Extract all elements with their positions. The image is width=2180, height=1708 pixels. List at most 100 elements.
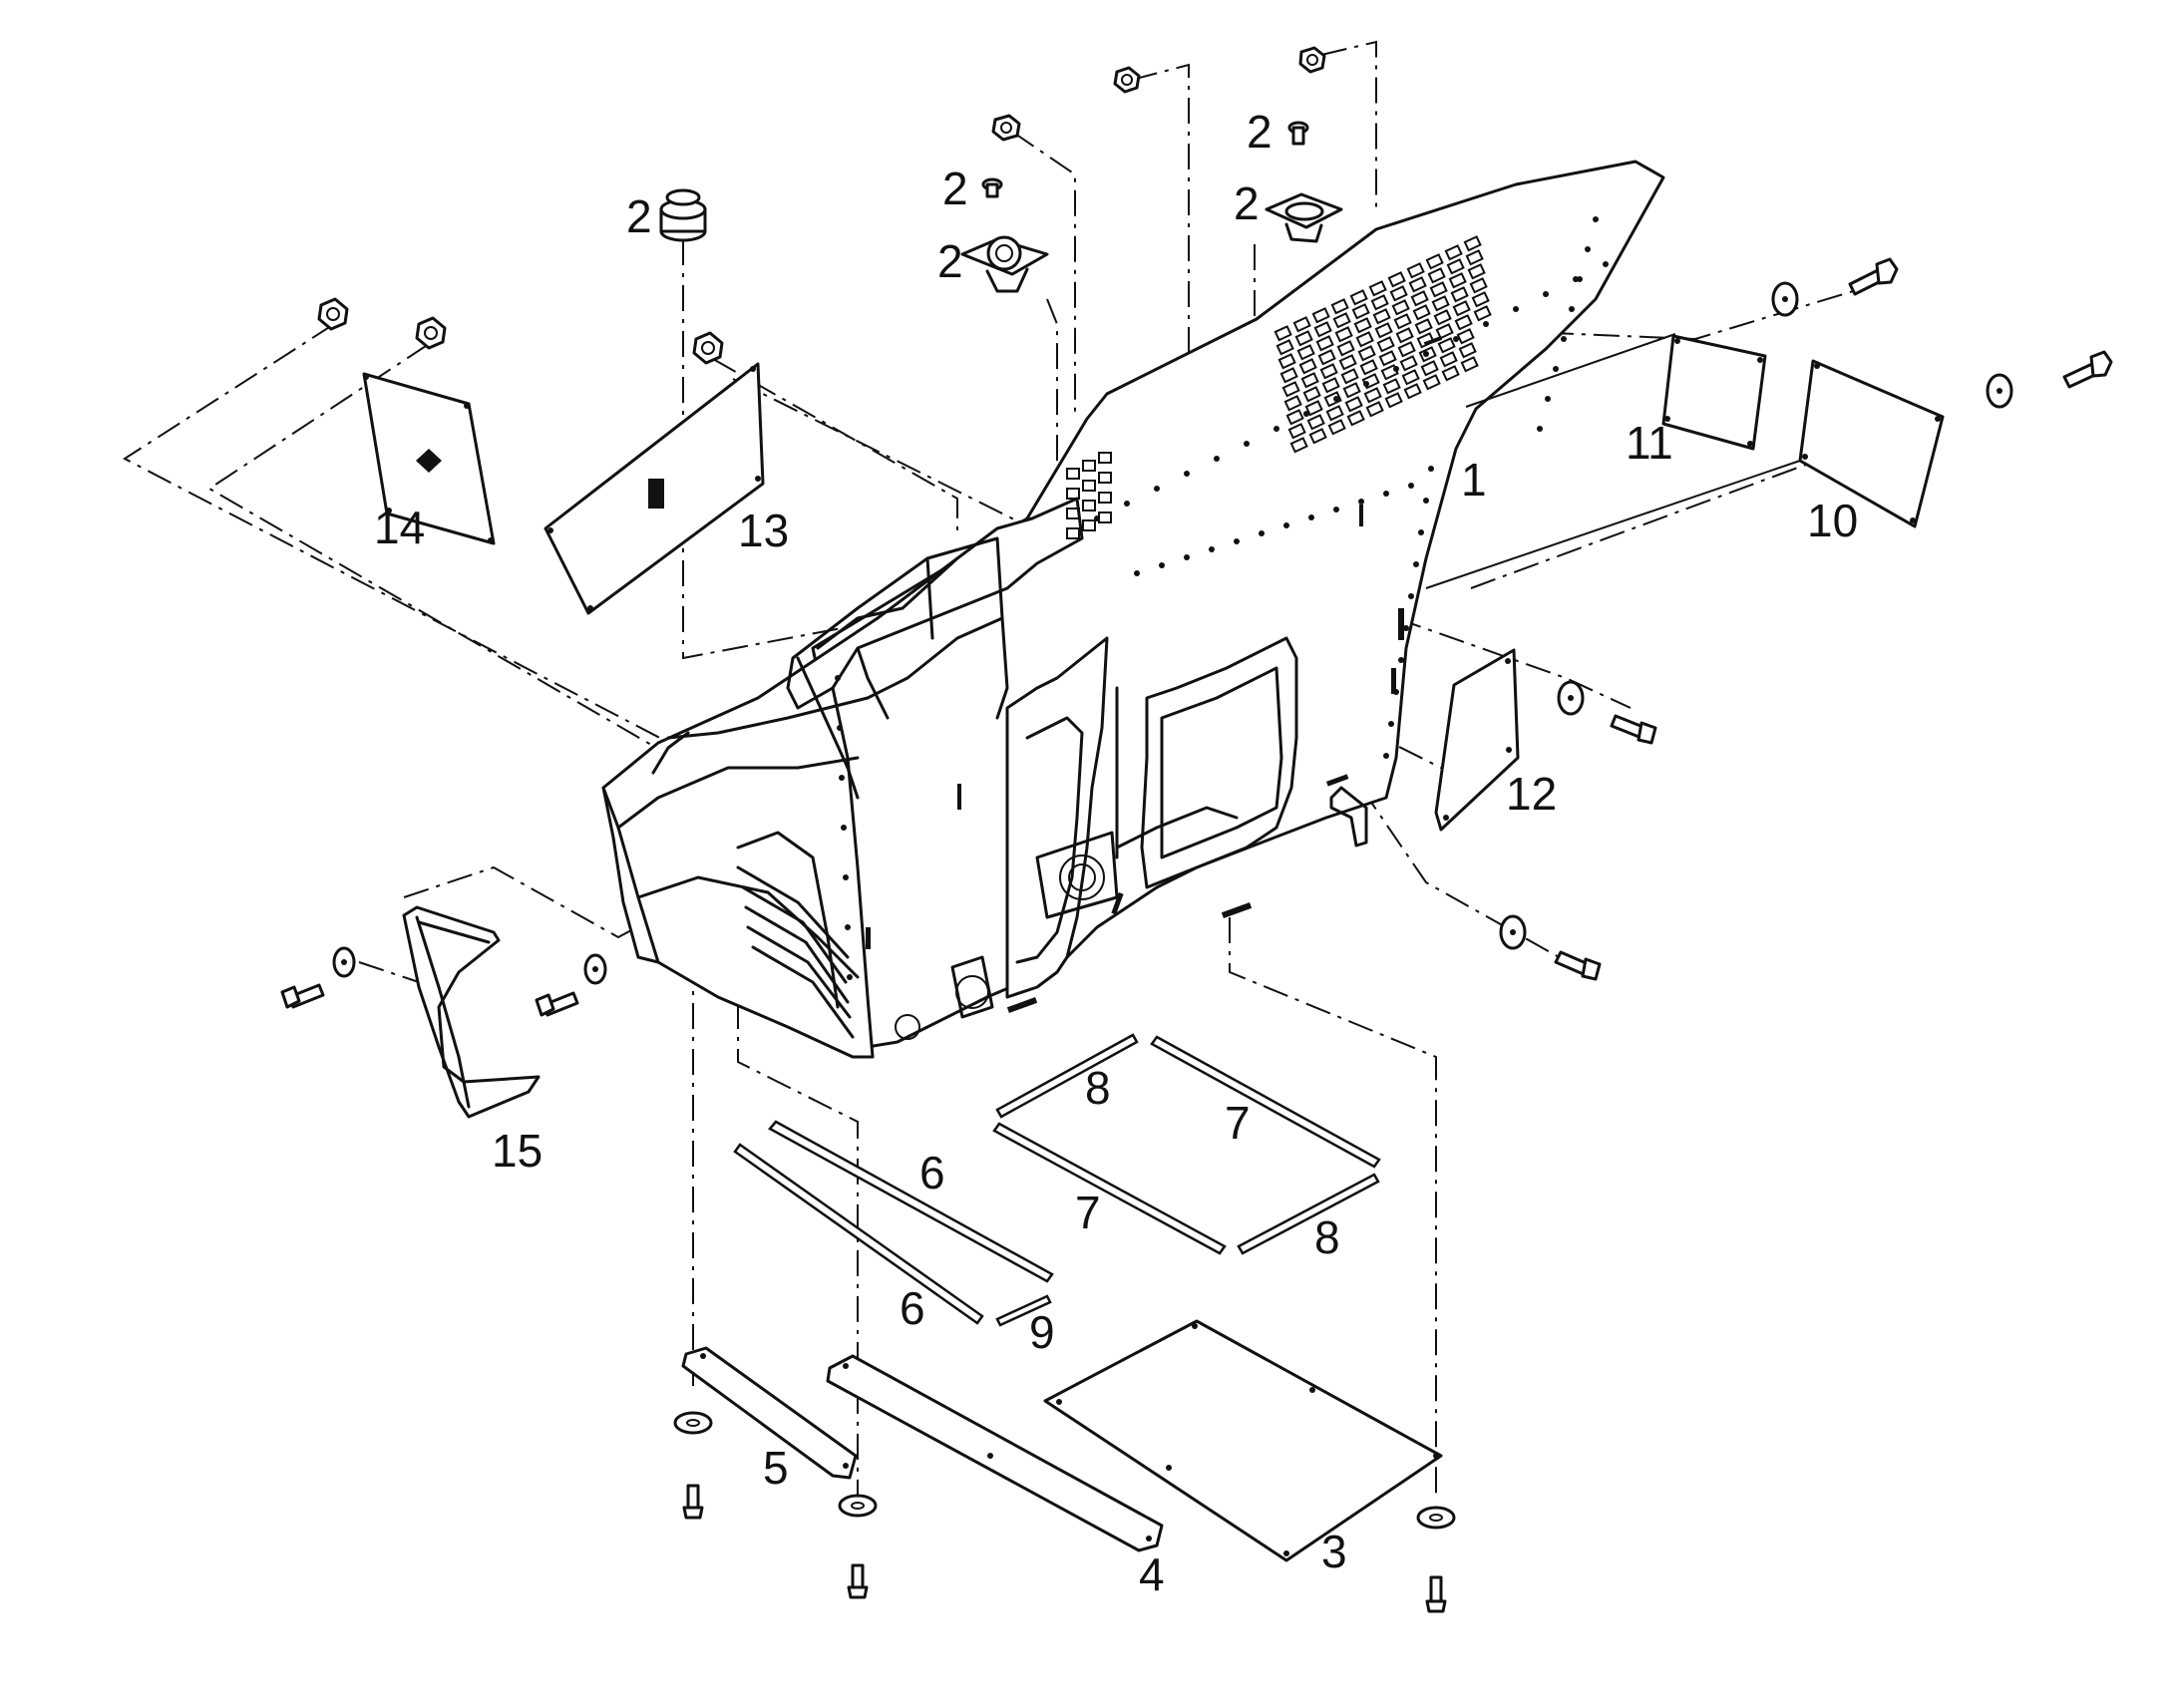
callout-7-a: 7 [1225, 1097, 1251, 1149]
frame-hole [1593, 216, 1599, 222]
vent-slot [1317, 349, 1336, 366]
vent-slot [1376, 336, 1395, 353]
plate-14 [362, 372, 496, 545]
frame-hole [1259, 530, 1265, 536]
frame-hole [845, 924, 851, 930]
vent-slot [1334, 326, 1353, 343]
frame-hole [1234, 538, 1240, 544]
vent-slot [1082, 480, 1096, 492]
vent-slot [1279, 367, 1298, 384]
callout-8-a: 8 [1085, 1062, 1111, 1114]
washer-bolt-r4 [1499, 914, 1602, 981]
frame-hole [1283, 522, 1289, 528]
callout-9: 9 [1029, 1306, 1055, 1358]
callout-2-c: 2 [937, 235, 963, 287]
vent-slot [1311, 307, 1330, 324]
vent-slot [1292, 316, 1311, 333]
vent-slot [1359, 359, 1378, 376]
vent-slot [1066, 527, 1080, 539]
callout-13: 13 [738, 505, 789, 556]
washer-bolt-r2 [1986, 350, 2113, 409]
vent-slot [1082, 519, 1096, 531]
frame-hole [1423, 498, 1429, 504]
frame-hole [1398, 657, 1404, 663]
nut-left-1 [317, 297, 349, 331]
frame-hole [1553, 366, 1559, 372]
frame-hole [1577, 276, 1583, 282]
vent-slot [1346, 410, 1365, 427]
nut-top-3 [991, 114, 1021, 142]
callout-1: 1 [1461, 454, 1487, 506]
frame-hole [1483, 321, 1489, 327]
callout-11: 11 [1626, 417, 1673, 469]
frame-hole [1363, 381, 1369, 387]
vent-slot [1294, 330, 1313, 347]
callout-15: 15 [492, 1125, 543, 1177]
vent-slot [1315, 335, 1334, 352]
vent-slot [1342, 382, 1361, 399]
vent-slot [1403, 383, 1422, 400]
frame-hole [1585, 246, 1591, 252]
callout-3: 3 [1321, 1526, 1347, 1577]
frame-hole [1393, 366, 1399, 372]
mount-bolt-c [1287, 121, 1309, 146]
frame-hole [1184, 554, 1190, 560]
plate-13 [544, 362, 765, 615]
washer-bolt-b2 [838, 1494, 878, 1599]
washer-bolt-l2 [535, 953, 607, 1017]
vent-slot [1378, 350, 1397, 367]
strip-9 [995, 1294, 1052, 1327]
vent-slot [1275, 339, 1294, 356]
frame-hole [1383, 753, 1389, 759]
vent-slot [1395, 327, 1414, 344]
vent-slot [1460, 356, 1479, 373]
vent-slot [1410, 290, 1429, 307]
vent-slot [1066, 468, 1080, 480]
vent-grille [1066, 235, 1492, 539]
frame-hole [1603, 261, 1609, 267]
vent-slot [1431, 295, 1450, 312]
main-frame [601, 160, 1665, 1059]
vent-slot [1319, 363, 1338, 380]
vent-slot [1450, 286, 1469, 303]
vent-slot [1287, 423, 1306, 440]
frame-hole [1388, 721, 1394, 727]
vent-slot [1437, 337, 1456, 354]
vent-slot [1399, 355, 1418, 372]
vent-slot [1414, 318, 1433, 335]
washer-bolt-r1 [1771, 257, 1899, 317]
vent-slot [1277, 353, 1296, 370]
vent-slot [1323, 391, 1342, 408]
vent-slot [1082, 460, 1096, 472]
nut-top-2 [1298, 46, 1326, 74]
rubber-mount-b [960, 235, 1049, 293]
frame-hole [1094, 515, 1100, 521]
vent-slot [1448, 272, 1467, 289]
bar-4 [826, 1354, 1164, 1552]
vent-slot [1298, 358, 1317, 375]
strip-8a [995, 1033, 1139, 1119]
callout-5: 5 [763, 1442, 789, 1494]
frame-hole [1537, 426, 1543, 432]
frame-hole [1273, 426, 1279, 432]
vent-slot [1465, 249, 1484, 266]
vent-slot [1406, 262, 1425, 279]
vent-slot [1273, 325, 1292, 342]
vent-slot [1066, 508, 1080, 519]
vent-slot [1098, 492, 1112, 504]
cover-plates [362, 333, 1945, 1562]
frame-hole [1184, 471, 1190, 477]
vent-slot [1365, 401, 1384, 418]
vent-slot [1471, 291, 1490, 308]
vent-slot [1412, 304, 1431, 321]
frame-hole [1408, 483, 1414, 489]
frame-hole [1413, 561, 1419, 567]
vent-slot [1425, 253, 1444, 270]
frame-hole [1159, 562, 1165, 568]
vent-slot [1473, 305, 1492, 322]
callout-8-b: 8 [1314, 1211, 1340, 1263]
vent-slot [1393, 313, 1412, 330]
callout-4: 4 [1139, 1548, 1165, 1600]
callout-2-e: 2 [1234, 177, 1260, 229]
